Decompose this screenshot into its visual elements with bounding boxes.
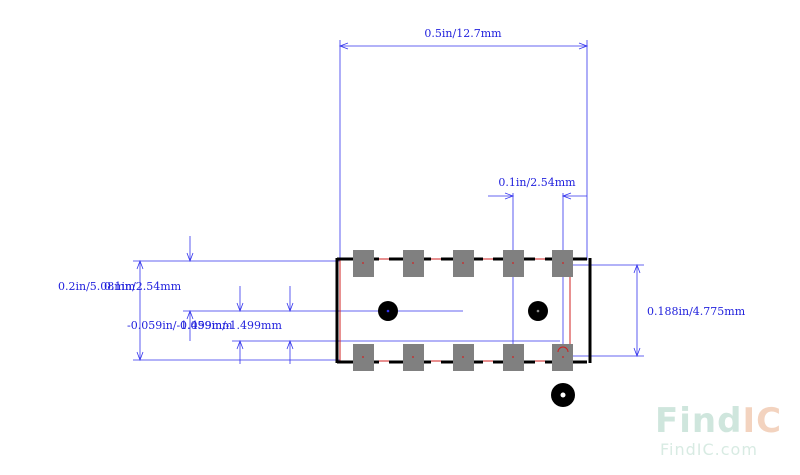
left-offset-dimension (183, 286, 560, 364)
left-height-label: 0.2in/5.08mm (58, 280, 136, 293)
mounting-hole-left (378, 301, 398, 321)
right-height-dimension (563, 263, 644, 358)
top-width-dimension (338, 40, 589, 260)
left-height-overlap-label: 0.1in/2.54mm (104, 280, 182, 293)
watermark-logo: FindIC (655, 401, 782, 441)
pin1-indicator (551, 383, 575, 407)
silkscreen-outline (335, 257, 592, 364)
right-height-label: 0.188in/4.775mm (647, 305, 746, 318)
mounting-hole-right (528, 301, 548, 321)
left-offset-overlap-label: 0.059in/-1.499mm (180, 319, 282, 332)
watermark-logo-find: Find (655, 401, 742, 441)
watermark-logo-ic: IC (742, 401, 782, 441)
watermark-url: FindIC.com (660, 440, 758, 459)
pitch-label: 0.1in/2.54mm (498, 176, 576, 189)
top-width-label: 0.5in/12.7mm (424, 27, 502, 40)
pin-origin-mark (557, 346, 569, 353)
pad-center-marks (362, 262, 564, 358)
left-offset-label: -0.059in/-1.499mm (127, 319, 233, 332)
left-height-dimension (133, 236, 340, 362)
findic-watermark: FindIC FindIC.com (655, 401, 782, 459)
